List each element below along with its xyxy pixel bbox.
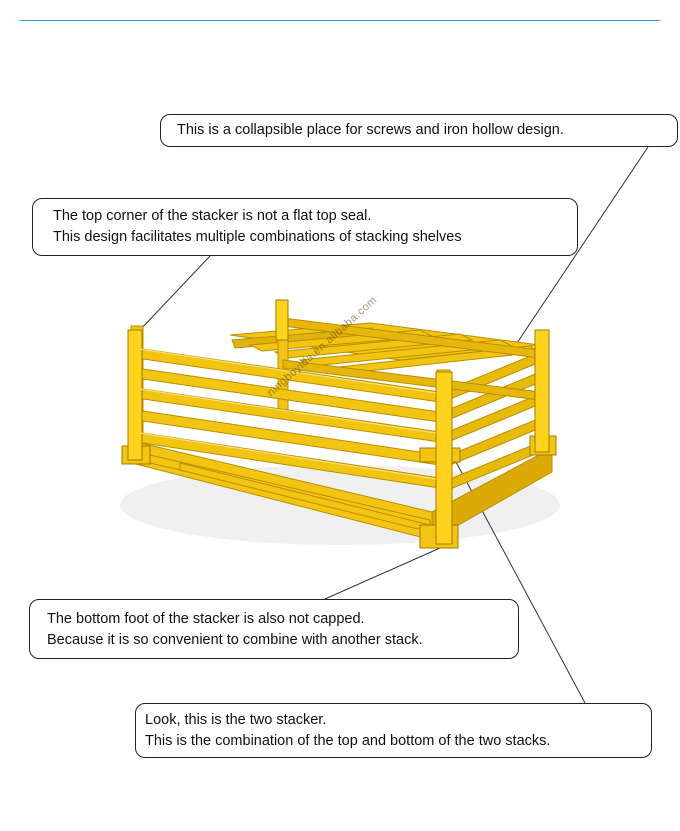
callout-screws: This is a collapsible place for screws a… — [160, 114, 678, 147]
leader-line-top-corner — [139, 255, 211, 331]
leader-line-screws — [516, 146, 649, 344]
callout-bottom-foot-line1: The bottom foot of the stacker is also n… — [47, 611, 365, 627]
callout-top-corner-line2: This design facilitates multiple combina… — [53, 229, 462, 245]
leader-line-bottom-foot — [324, 547, 441, 600]
callout-two-stacker-line1: Look, this is the two stacker. — [145, 712, 327, 728]
callout-two-stacker: Look, this is the two stacker. This is t… — [135, 703, 652, 758]
callout-top-corner: The top corner of the stacker is not a f… — [32, 198, 578, 256]
top-divider-line — [20, 20, 660, 21]
callout-two-stacker-line2: This is the combination of the top and b… — [145, 733, 551, 749]
stacker-rack — [120, 299, 560, 549]
callout-bottom-foot-line2: Because it is so convenient to combine w… — [47, 632, 423, 648]
callout-bottom-foot: The bottom foot of the stacker is also n… — [29, 599, 519, 659]
callout-screws-line1: This is a collapsible place for screws a… — [177, 122, 564, 138]
callout-top-corner-line1: The top corner of the stacker is not a f… — [53, 208, 372, 224]
